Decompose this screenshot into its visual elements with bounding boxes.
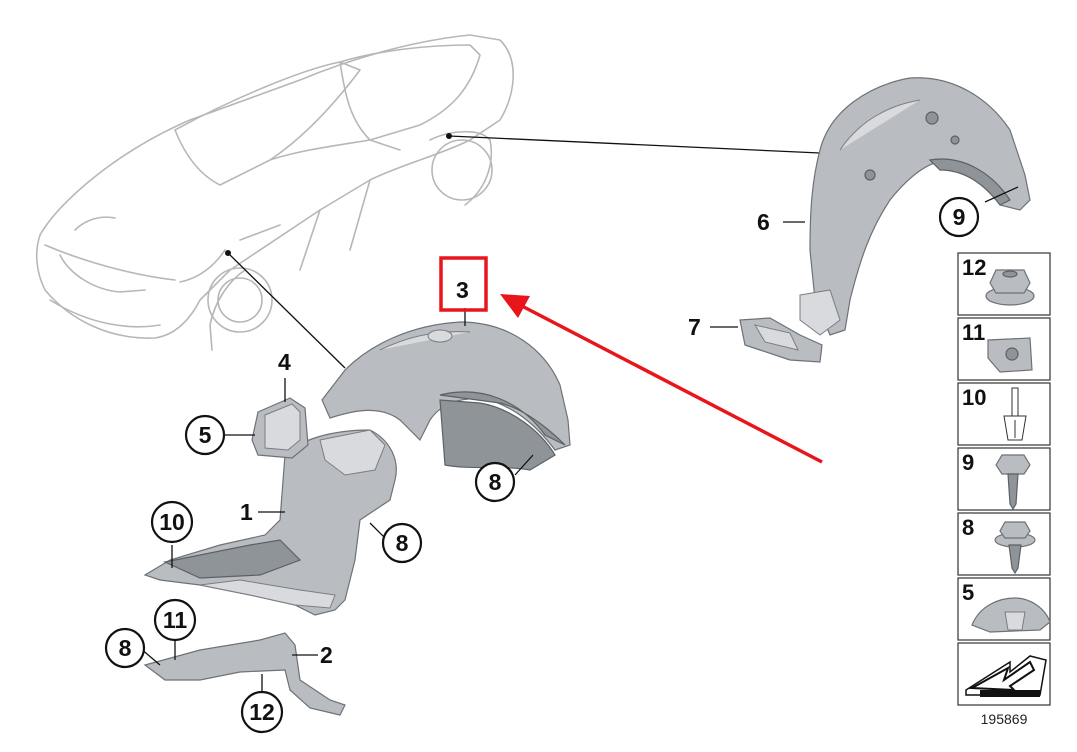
small-part-12-label: 12 <box>962 255 986 280</box>
label-3: 3 <box>456 277 469 303</box>
small-parts-panel: 12 11 10 9 8 <box>957 252 1051 727</box>
leader-car-front <box>227 252 346 369</box>
front-wheel-arch-liner-upper[interactable] <box>321 321 571 471</box>
diagram-number: 195869 <box>981 711 1028 727</box>
small-part-10-label: 10 <box>962 385 986 410</box>
hex-screw-icon <box>995 454 1031 511</box>
callout-5: 5 <box>184 414 226 456</box>
callout-10: 10 <box>150 500 194 544</box>
callout-8-right: 8 <box>474 461 516 503</box>
callout-9-text: 9 <box>953 204 966 230</box>
callout-11-text: 11 <box>163 607 188 633</box>
red-arrow <box>500 294 823 464</box>
small-part-10-cell <box>957 382 1051 446</box>
flange-screw-icon <box>994 521 1036 575</box>
bracket-7[interactable] <box>739 317 823 363</box>
label-1: 1 <box>240 499 253 525</box>
highlight-box-part-3 <box>439 256 488 312</box>
leader-car-rear <box>448 135 821 154</box>
leader-dot-rear <box>446 133 452 139</box>
small-part-8-label: 8 <box>962 515 974 540</box>
callout-10-text: 10 <box>159 509 185 535</box>
callout-8-mid-text: 8 <box>396 530 409 556</box>
callout-8-mid: 8 <box>381 522 423 564</box>
front-wheel-arch-liner-lower[interactable] <box>143 429 397 616</box>
callout-9: 9 <box>938 196 980 238</box>
hex-flange-nut-icon <box>985 269 1035 306</box>
small-part-9-label: 9 <box>962 450 974 475</box>
label-2: 2 <box>320 642 333 668</box>
clip-4-5[interactable] <box>251 397 309 459</box>
callout-11: 11 <box>153 598 197 642</box>
small-part-5-label: 5 <box>962 580 974 605</box>
callout-8-left: 8 <box>104 627 146 669</box>
callout-12-text: 12 <box>249 699 275 725</box>
label-7: 7 <box>688 314 701 340</box>
orientation-arrow-icon <box>965 655 1047 697</box>
leader-dot-front <box>225 250 231 256</box>
callout-8-left-text: 8 <box>119 635 132 661</box>
label-4: 4 <box>278 349 291 375</box>
callout-8-right-text: 8 <box>489 469 502 495</box>
spring-nut-icon <box>987 337 1033 373</box>
expanding-rivet-icon <box>1003 387 1027 441</box>
leader-lines <box>139 186 1019 697</box>
clip-icon <box>971 597 1051 633</box>
label-6: 6 <box>757 209 770 235</box>
rear-wheel-arch-liner[interactable] <box>799 77 1031 336</box>
trim-panel-2[interactable] <box>143 632 346 716</box>
callout-5-text: 5 <box>199 422 212 448</box>
car-outline <box>35 34 514 351</box>
small-part-11-label: 11 <box>962 320 985 345</box>
callout-12: 12 <box>240 690 284 734</box>
